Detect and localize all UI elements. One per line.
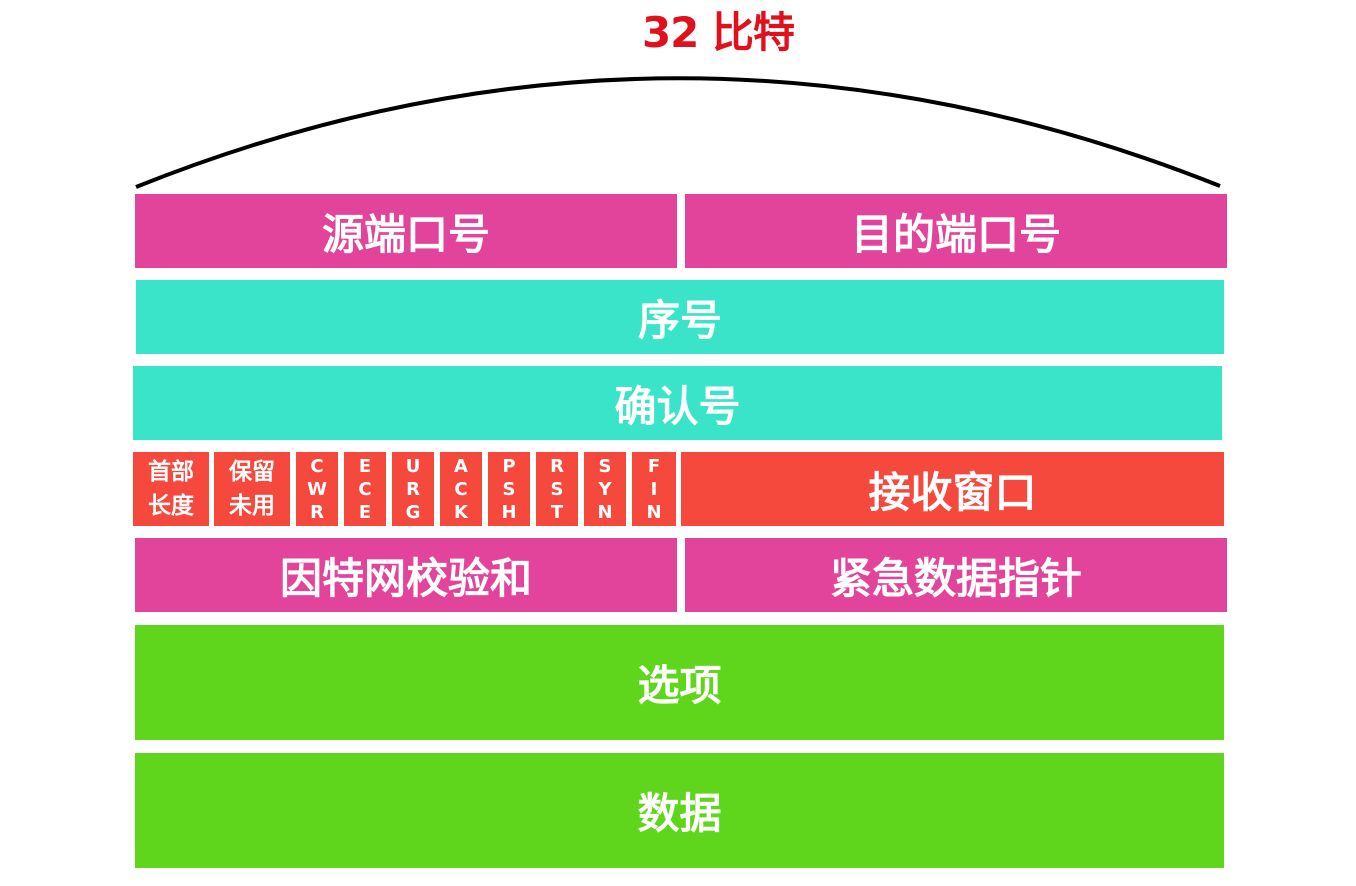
reserved-line-2: 未用	[229, 493, 275, 519]
arc-curve	[135, 76, 1221, 189]
flag-syn-char-2: Y	[598, 478, 612, 500]
dest-port-field: 目的端口号	[685, 194, 1227, 268]
flag-rst-char-2: S	[550, 478, 564, 500]
urgent-pointer-field: 紧急数据指针	[685, 538, 1227, 612]
flag-ece: E C E	[344, 452, 386, 526]
reserved-line-1: 保留	[229, 459, 275, 485]
flag-ece-char-2: C	[358, 478, 372, 500]
source-port-label: 源端口号	[321, 209, 490, 259]
flag-ece-char-1: E	[358, 455, 372, 477]
receive-window-field: 接收窗口	[681, 452, 1224, 526]
flag-syn-char-1: S	[598, 455, 612, 477]
flag-syn: S Y N	[584, 452, 626, 526]
data-field: 数据	[135, 753, 1224, 868]
bit-width-arc	[135, 76, 1221, 189]
flag-fin: F I N	[632, 452, 676, 526]
urgent-pointer-label: 紧急数据指针	[829, 553, 1082, 603]
flag-urg-char-1: U	[405, 455, 421, 477]
receive-window-label: 接收窗口	[868, 467, 1037, 517]
sequence-number-field: 序号	[136, 280, 1224, 354]
sequence-number-label: 序号	[637, 295, 722, 345]
data-label: 数据	[637, 789, 722, 838]
flag-cwr-char-3: R	[310, 501, 324, 523]
flag-ack-char-1: A	[454, 455, 468, 477]
flag-urg-char-3: G	[405, 501, 421, 523]
flag-psh-char-2: S	[502, 478, 516, 500]
header-length-line-2: 长度	[148, 493, 194, 519]
ack-number-label: 确认号	[614, 381, 741, 431]
header-length-field: 首部 长度	[133, 452, 209, 526]
flag-rst: R S T	[536, 452, 578, 526]
flag-ack-char-3: K	[454, 501, 468, 523]
header-length-line-1: 首部	[148, 459, 194, 485]
flag-urg-char-2: R	[406, 478, 420, 500]
options-label: 选项	[637, 661, 722, 710]
flag-cwr-char-2: W	[307, 478, 327, 500]
flag-fin-char-3: N	[646, 501, 662, 523]
checksum-field: 因特网校验和	[135, 538, 677, 612]
flag-cwr: C W R	[296, 452, 338, 526]
flag-urg: U R G	[392, 452, 434, 526]
dest-port-label: 目的端口号	[850, 209, 1061, 259]
ack-number-field: 确认号	[133, 366, 1222, 440]
flag-psh-char-3: H	[501, 501, 517, 523]
flag-rst-char-1: R	[550, 455, 564, 477]
flag-cwr-char-1: C	[310, 455, 324, 477]
flag-ack: A C K	[440, 452, 482, 526]
flag-psh-char-1: P	[502, 455, 516, 477]
source-port-field: 源端口号	[135, 194, 677, 268]
flag-psh: P S H	[488, 452, 530, 526]
reserved-field: 保留 未用	[214, 452, 290, 526]
checksum-label: 因特网校验和	[279, 553, 532, 603]
flag-ack-char-2: C	[454, 478, 468, 500]
options-field: 选项	[135, 625, 1224, 740]
flag-fin-char-2: I	[650, 478, 658, 500]
bit-width-title: 32 比特	[641, 8, 795, 57]
flag-rst-char-3: T	[550, 501, 564, 523]
flag-ece-char-3: E	[358, 501, 372, 523]
flag-fin-char-1: F	[647, 455, 661, 477]
flag-syn-char-3: N	[597, 501, 613, 523]
